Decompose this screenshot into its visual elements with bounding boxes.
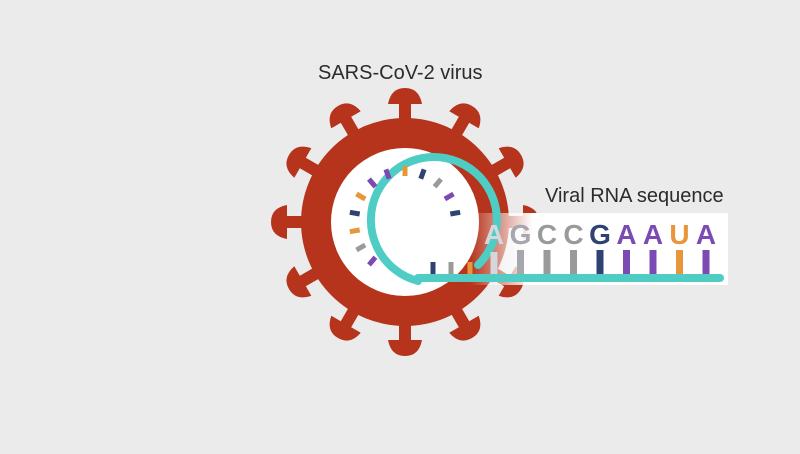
virus-spike [388, 320, 422, 356]
rna-loop-base [349, 209, 361, 217]
rna-loop-base [467, 262, 473, 274]
rna-loop-base [383, 168, 392, 180]
rna-base-bar [702, 250, 710, 274]
rna-loop-base [418, 168, 427, 180]
rna-base-letter: U [669, 219, 689, 250]
rna-loop-base [432, 177, 443, 189]
rna-base-bar [517, 250, 524, 274]
rna-base-bar [649, 250, 657, 274]
rna-base-letter: A [643, 219, 663, 250]
rna-loop-base [355, 242, 367, 253]
virus-spike [271, 205, 307, 239]
rna-loop-base [355, 191, 367, 202]
rna-base-bars [490, 250, 710, 274]
virus-spike [388, 88, 422, 124]
rna-base-letter: A [484, 219, 504, 250]
rna-base-bar [490, 252, 498, 274]
rna-loop-base [349, 227, 361, 235]
rna-loop-bases [349, 166, 473, 274]
rna-base-bar [676, 250, 683, 274]
virus-interior [331, 148, 479, 296]
rna-base-letter: G [589, 219, 611, 250]
rna-base-letter: C [537, 219, 557, 250]
rna-base-letter: G [510, 219, 532, 250]
rna-base-bar [623, 250, 630, 274]
rna-loop-base [367, 255, 378, 267]
rna-loop-base [430, 262, 436, 274]
rna-loop-base [449, 209, 461, 217]
rna-loop-base [443, 191, 455, 202]
rna-loop-base [448, 262, 454, 274]
rna-base-letter: A [616, 219, 636, 250]
rna-base-bar [543, 250, 551, 274]
rna-base-bar [570, 250, 577, 274]
rna-loop-base [367, 177, 378, 189]
rna-base-bar [596, 250, 604, 274]
rna-base-letter: A [696, 219, 716, 250]
rna-base-letter: C [563, 219, 583, 250]
rna-sequence-label: Viral RNA sequence [545, 185, 724, 207]
rna-strand-loop [366, 153, 501, 285]
virus-label: SARS-CoV-2 virus [318, 62, 483, 84]
